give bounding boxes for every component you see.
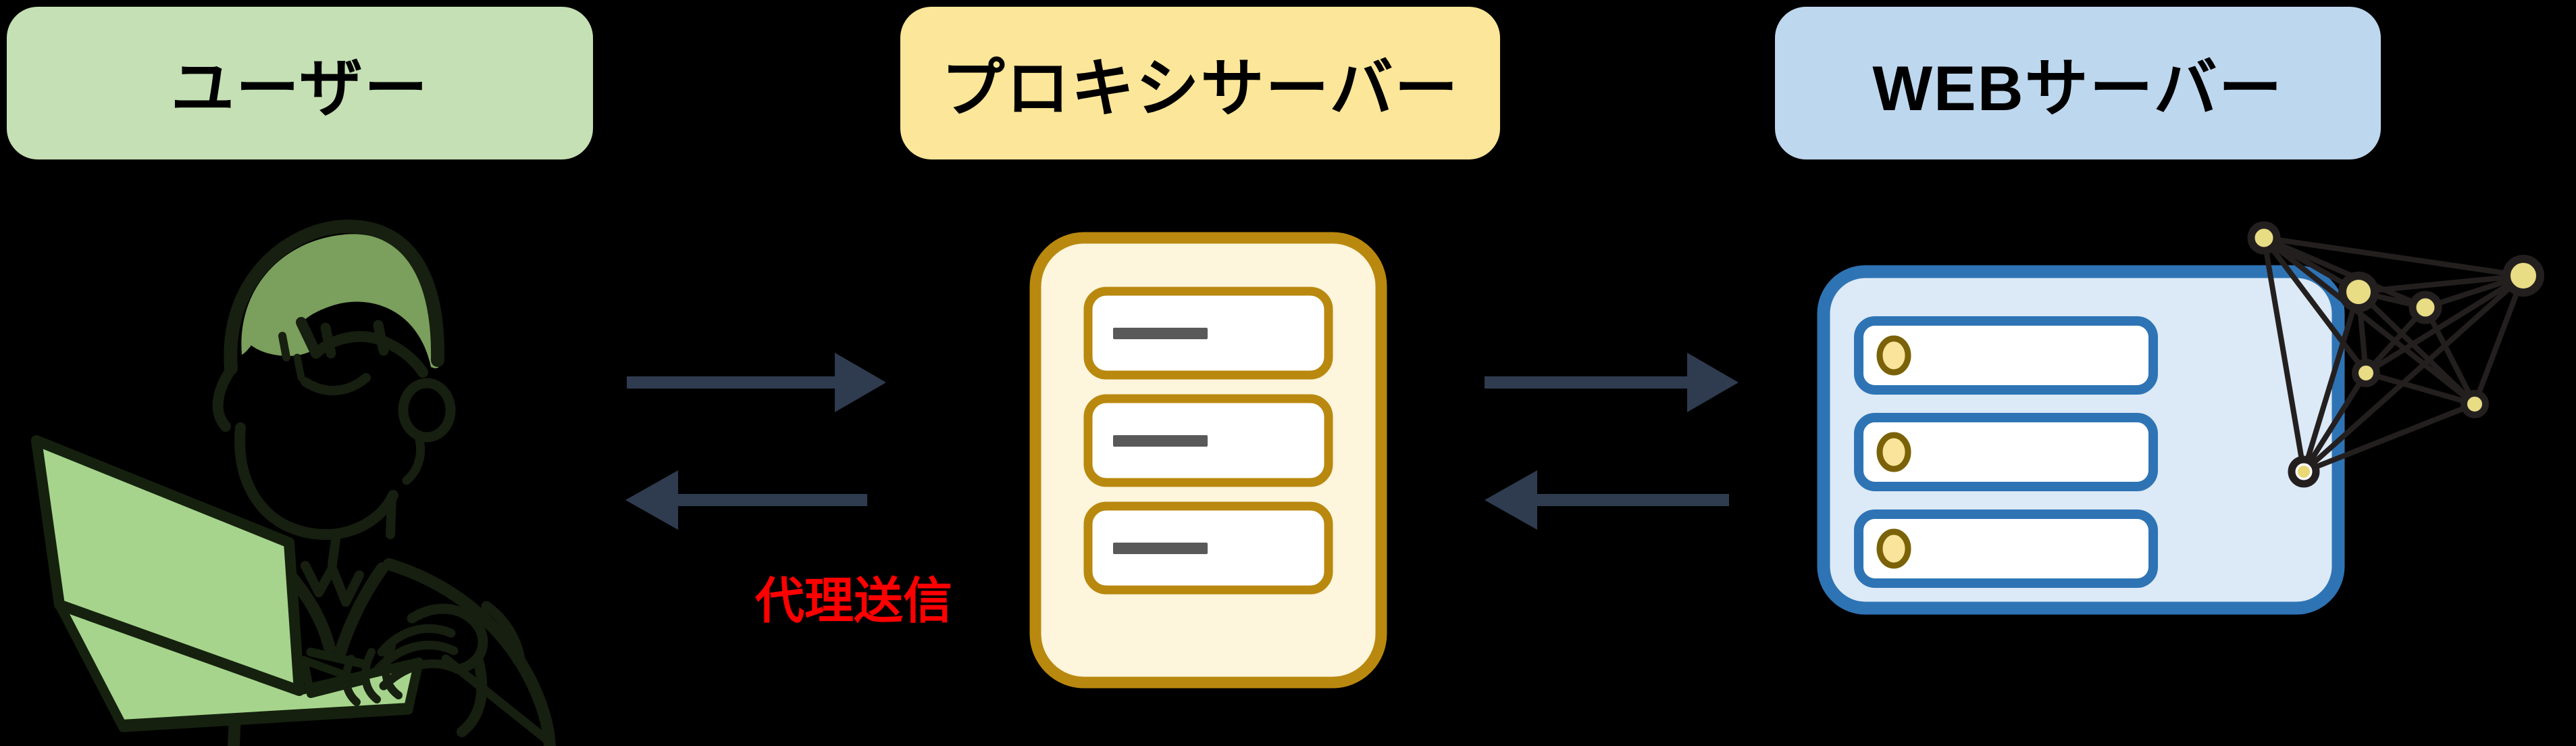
network-node	[2338, 272, 2379, 312]
web-slot-led	[1876, 528, 1911, 569]
person-eye-right	[373, 320, 389, 356]
laptop-key-triangle	[300, 656, 365, 698]
web-slot-led	[1876, 432, 1911, 472]
label-proxy-server-text: プロキシサーバー	[941, 53, 1460, 124]
label-web-server: WEBサーバー	[1775, 7, 2381, 159]
web-to-proxy-arrow	[1485, 470, 1729, 530]
person-cuff-arc	[481, 601, 525, 664]
network-node	[2461, 390, 2489, 418]
proxy-server-icon	[1029, 232, 1387, 689]
person-hair-fill	[241, 234, 441, 369]
person-fringe	[296, 317, 428, 378]
person-ear	[398, 378, 456, 443]
person-neck-front-line	[328, 530, 341, 569]
person-sideburn	[212, 364, 236, 432]
person-left-finger-1	[342, 655, 361, 706]
label-proxy-server: プロキシサーバー	[900, 7, 1500, 159]
network-node	[2408, 291, 2442, 324]
label-user: ユーザー	[7, 7, 593, 159]
person-at-laptop-icon	[31, 220, 556, 746]
network-edges	[2261, 235, 2526, 474]
person-brow-left	[278, 332, 290, 362]
label-user-text: ユーザー	[170, 53, 430, 124]
person-smile	[301, 373, 371, 395]
network-node-core	[2298, 466, 2310, 478]
network-node	[2247, 221, 2281, 255]
proxy-slot	[1083, 501, 1333, 595]
proxy-to-web-arrow	[1485, 353, 1738, 412]
web-server-icon	[1817, 265, 2345, 615]
web-slot	[1854, 316, 2158, 395]
person-left-finger-3	[382, 643, 403, 699]
laptop-front-edge	[118, 705, 413, 732]
web-slot	[1854, 509, 2158, 588]
laptop-key-line	[306, 647, 369, 669]
proxy-to-user-arrow	[625, 470, 867, 530]
proxy-slot-bar	[1113, 435, 1208, 447]
person-eye-left	[320, 322, 336, 359]
person-sleeve-inner-line	[457, 655, 488, 737]
person-face-outline	[234, 422, 398, 540]
proxy-slot	[1083, 287, 1333, 380]
network-node	[2502, 255, 2544, 297]
proxy-slot-bar	[1113, 328, 1208, 339]
proxy-slot	[1083, 394, 1333, 487]
network-graph-icon	[2247, 221, 2544, 488]
proxy-send-annotation: 代理送信	[755, 574, 952, 628]
laptop-screen	[31, 435, 305, 696]
network-node	[2352, 359, 2380, 387]
desk-line	[441, 654, 552, 745]
label-web-server-text: WEBサーバー	[1872, 53, 2284, 124]
person-cheek-mark	[293, 353, 305, 382]
person-vneck-right	[334, 562, 388, 658]
proxy-slot-bar	[1113, 543, 1208, 554]
person-right-palm	[407, 603, 488, 674]
person-hair-outline	[224, 220, 445, 375]
web-slot	[1854, 413, 2158, 491]
person-jaw-line	[402, 432, 426, 485]
web-slot-led	[1876, 335, 1911, 376]
person-left-finger-2	[361, 648, 381, 703]
user-to-proxy-arrow	[627, 353, 886, 412]
